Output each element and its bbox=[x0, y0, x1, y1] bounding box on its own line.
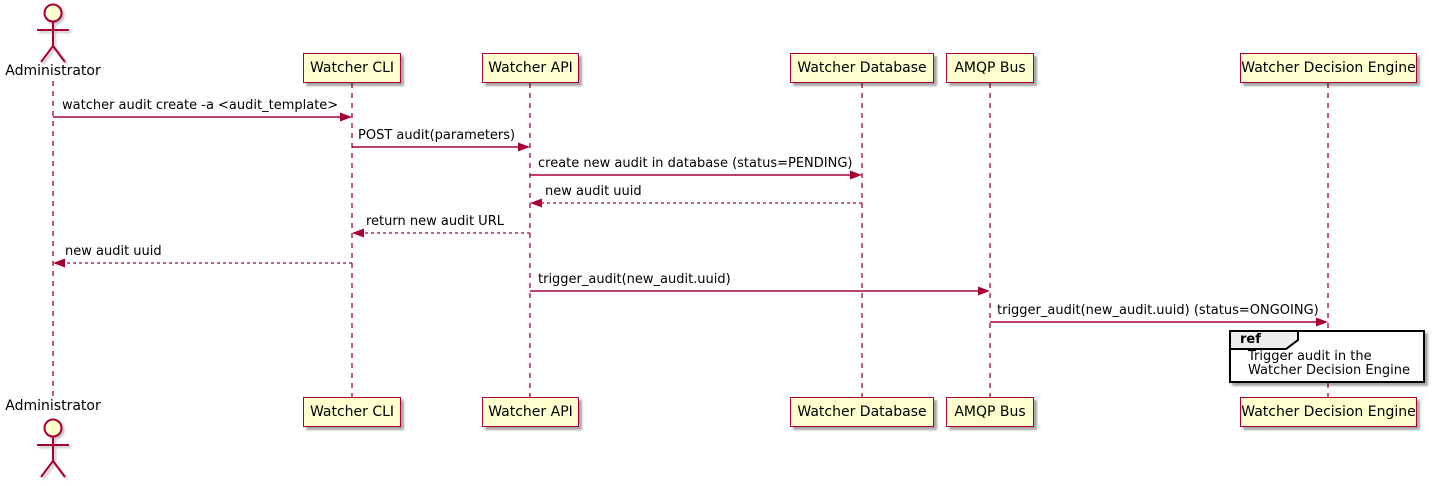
participant-watcher-decision-engine-bottom: Watcher Decision Engine bbox=[1240, 397, 1417, 427]
participant-watcher-cli-bottom: Watcher CLI bbox=[303, 397, 401, 427]
message-2-label: POST audit(parameters) bbox=[358, 128, 516, 143]
ref-text-line: Watcher Decision Engine bbox=[1248, 363, 1410, 378]
message-7-arrow bbox=[530, 286, 990, 296]
participant-watcher-database-bottom: Watcher Database bbox=[790, 397, 934, 427]
participant-amqp-bus-bottom: AMQP Bus bbox=[946, 397, 1034, 427]
ref-text-line: Trigger audit in the bbox=[1248, 349, 1372, 364]
message-1-label: watcher audit create -a <audit_template> bbox=[62, 98, 339, 113]
message-8-label: trigger_audit(new_audit.uuid) (status=ON… bbox=[997, 303, 1319, 318]
message-4-arrow bbox=[530, 198, 862, 208]
message-3-arrow bbox=[530, 170, 862, 180]
actor-icon-top bbox=[37, 3, 69, 63]
participant-watcher-cli-top: Watcher CLI bbox=[303, 53, 401, 83]
message-5-label: return new audit URL bbox=[366, 214, 504, 229]
message-6-arrow bbox=[53, 258, 352, 268]
ref-tag-shape bbox=[1229, 330, 1299, 350]
message-2-arrow bbox=[352, 142, 530, 152]
participant-amqp-bus-top: AMQP Bus bbox=[946, 53, 1034, 83]
message-5-arrow bbox=[352, 228, 530, 238]
actor-label-top: Administrator bbox=[5, 63, 101, 79]
participant-watcher-decision-engine-top: Watcher Decision Engine bbox=[1240, 53, 1417, 83]
actor-icon-bottom bbox=[37, 418, 69, 478]
message-8-arrow bbox=[990, 317, 1328, 327]
message-arrows bbox=[53, 112, 1328, 327]
lifelines bbox=[52, 81, 1329, 397]
ref-fragment: ref Trigger audit in the Watcher Decisio… bbox=[1229, 330, 1425, 383]
message-3-label: create new audit in database (status=PEN… bbox=[538, 156, 853, 171]
ref-tag-label: ref bbox=[1240, 332, 1261, 347]
actor-label-bottom: Administrator bbox=[5, 398, 101, 414]
ref-text: Trigger audit in the Watcher Decision En… bbox=[1248, 350, 1410, 378]
message-6-label: new audit uuid bbox=[65, 244, 162, 259]
participant-watcher-api-top: Watcher API bbox=[482, 53, 579, 83]
message-1-arrow bbox=[53, 112, 352, 122]
participant-watcher-database-top: Watcher Database bbox=[790, 53, 934, 83]
message-4-label: new audit uuid bbox=[545, 184, 642, 199]
message-7-label: trigger_audit(new_audit.uuid) bbox=[538, 272, 731, 287]
participant-watcher-api-bottom: Watcher API bbox=[482, 397, 579, 427]
